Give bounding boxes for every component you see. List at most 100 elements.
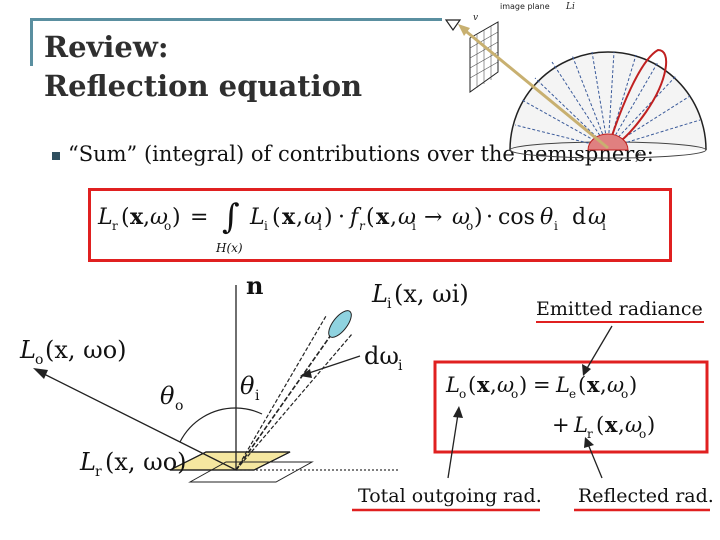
eq-fr-sub: r [359,219,366,233]
eq-Lr: L [97,205,113,230]
eq-omega-3-sub: i [412,219,416,233]
title-line-2: Reflection equation [44,69,363,103]
eq-omega-3: ω [398,205,416,230]
eq-Li: L [249,205,265,230]
normal-label: n [246,271,263,300]
eq-integral: ∫ [222,197,240,237]
req-paren-close-2: ) [629,373,637,397]
req-comma-1: , [490,373,497,397]
view-ray-head [458,24,470,36]
req-Lo: L [445,373,460,397]
req-paren-close-3: ) [647,413,655,437]
req-comma-3: , [618,413,625,437]
title-rule-horizontal [30,18,442,21]
d-omega-sub: i [398,358,403,374]
reflected-pointer [587,443,603,479]
eq-d: d [572,205,586,230]
req-omega-2-sub: o [621,387,628,401]
theta-o-arc [179,407,237,443]
lr-label-sub: r [95,464,102,480]
lr-label: L [79,448,96,476]
reflected-rad-label: Reflected rad. [578,485,714,507]
eq-close-paren-1: ) [172,205,181,230]
li-label: L [371,280,388,308]
solid-angle-lens [328,310,352,338]
inset-v-label: v [473,13,478,23]
req-omega-3-sub: o [639,427,646,441]
eq-comma-3: , [390,205,397,230]
req-Lo-sub: o [459,387,466,401]
emitted-pointer [585,325,613,371]
brdf-lobe [606,48,668,150]
theta-o-sub: o [175,398,183,414]
inset-li-label: Li [565,2,575,12]
reflection-diagram [33,285,400,483]
total-pointer [447,413,459,479]
lo-label: L [19,336,36,364]
view-ray [461,26,609,150]
title-rule-vertical [30,18,33,66]
li-label-args: (x, ωi) [394,280,469,308]
emitted-radiance-label: Emitted radiance [536,298,703,320]
eq-Li-sub: i [264,219,268,233]
req-omega-1-sub: o [511,387,518,401]
diagram-labels: n L o (x, ωo) L i (x, ωi) L r (x, ωo) θ … [19,271,469,480]
eq-arrow: → [424,205,442,230]
eq-comma-1: , [143,205,150,230]
rendering-equation-box [433,360,709,454]
eq-open-paren-3: ( [366,205,375,230]
eq-x-1: x [130,204,144,230]
eq-close-paren-3: ) [474,205,483,230]
eq-cos: cos [498,205,535,230]
camera-icon [444,19,462,32]
req-omega-3: ω [625,413,642,437]
d-omega-label: dω [364,342,399,370]
reflection-equation-box [88,188,672,262]
eq-x-2: x [282,204,296,230]
eq-omega-4: ω [452,205,470,230]
theta-i-arc [235,407,263,415]
req-comma-2: , [600,373,607,397]
req-paren-1: ( [468,373,476,397]
req-Le-sub: e [569,387,576,401]
lr-label-args: (x, ωo) [105,448,187,476]
title-line-1: Review: [44,30,169,64]
eq-omega-2-sub: i [318,219,322,233]
req-Le: L [555,373,570,397]
req-x-1: x [477,372,490,397]
eq-omega-4-sub: o [466,219,473,233]
surface-patch-back [188,461,314,483]
inset-illustration: image plane v Li f [444,2,707,163]
req-x-3: x [605,412,618,437]
reflection-equation: L r ( x , ω o ) = ∫ H(x) L i ( x , ω i )… [97,197,606,255]
eq-open-paren-1: ( [121,205,130,230]
req-paren-close-1: ) [519,373,527,397]
eq-close-paren-2: ) [324,205,333,230]
outgoing-ray-head [33,368,48,379]
req-omega-2: ω [607,373,624,397]
req-plus: + [552,413,570,437]
req-Lr: L [573,413,588,437]
eq-omega-2: ω [304,205,322,230]
eq-omega-5-sub: i [602,219,606,233]
eq-equals: = [190,205,208,230]
req-equals: = [533,373,551,397]
lo-label-sub: o [35,352,43,368]
hemisphere-outline [509,51,707,151]
inset-f-label: f [635,152,642,163]
image-plane-label: image plane [500,2,550,11]
cone-edge-2 [235,333,353,471]
eq-dot-2: · [486,205,493,230]
theta-i-label: θ [240,372,255,400]
req-paren-3: ( [596,413,604,437]
li-label-sub: i [387,296,392,312]
theta-i-sub: i [255,388,260,404]
eq-omega-1-sub: o [164,219,171,233]
slide-title: Review: Reflection equation [44,28,362,106]
eq-theta: θ [540,205,553,230]
outgoing-ray [39,371,237,471]
d-omega-pointer [305,355,361,375]
eq-comma-2: , [296,205,303,230]
theta-o-label: θ [160,382,175,410]
